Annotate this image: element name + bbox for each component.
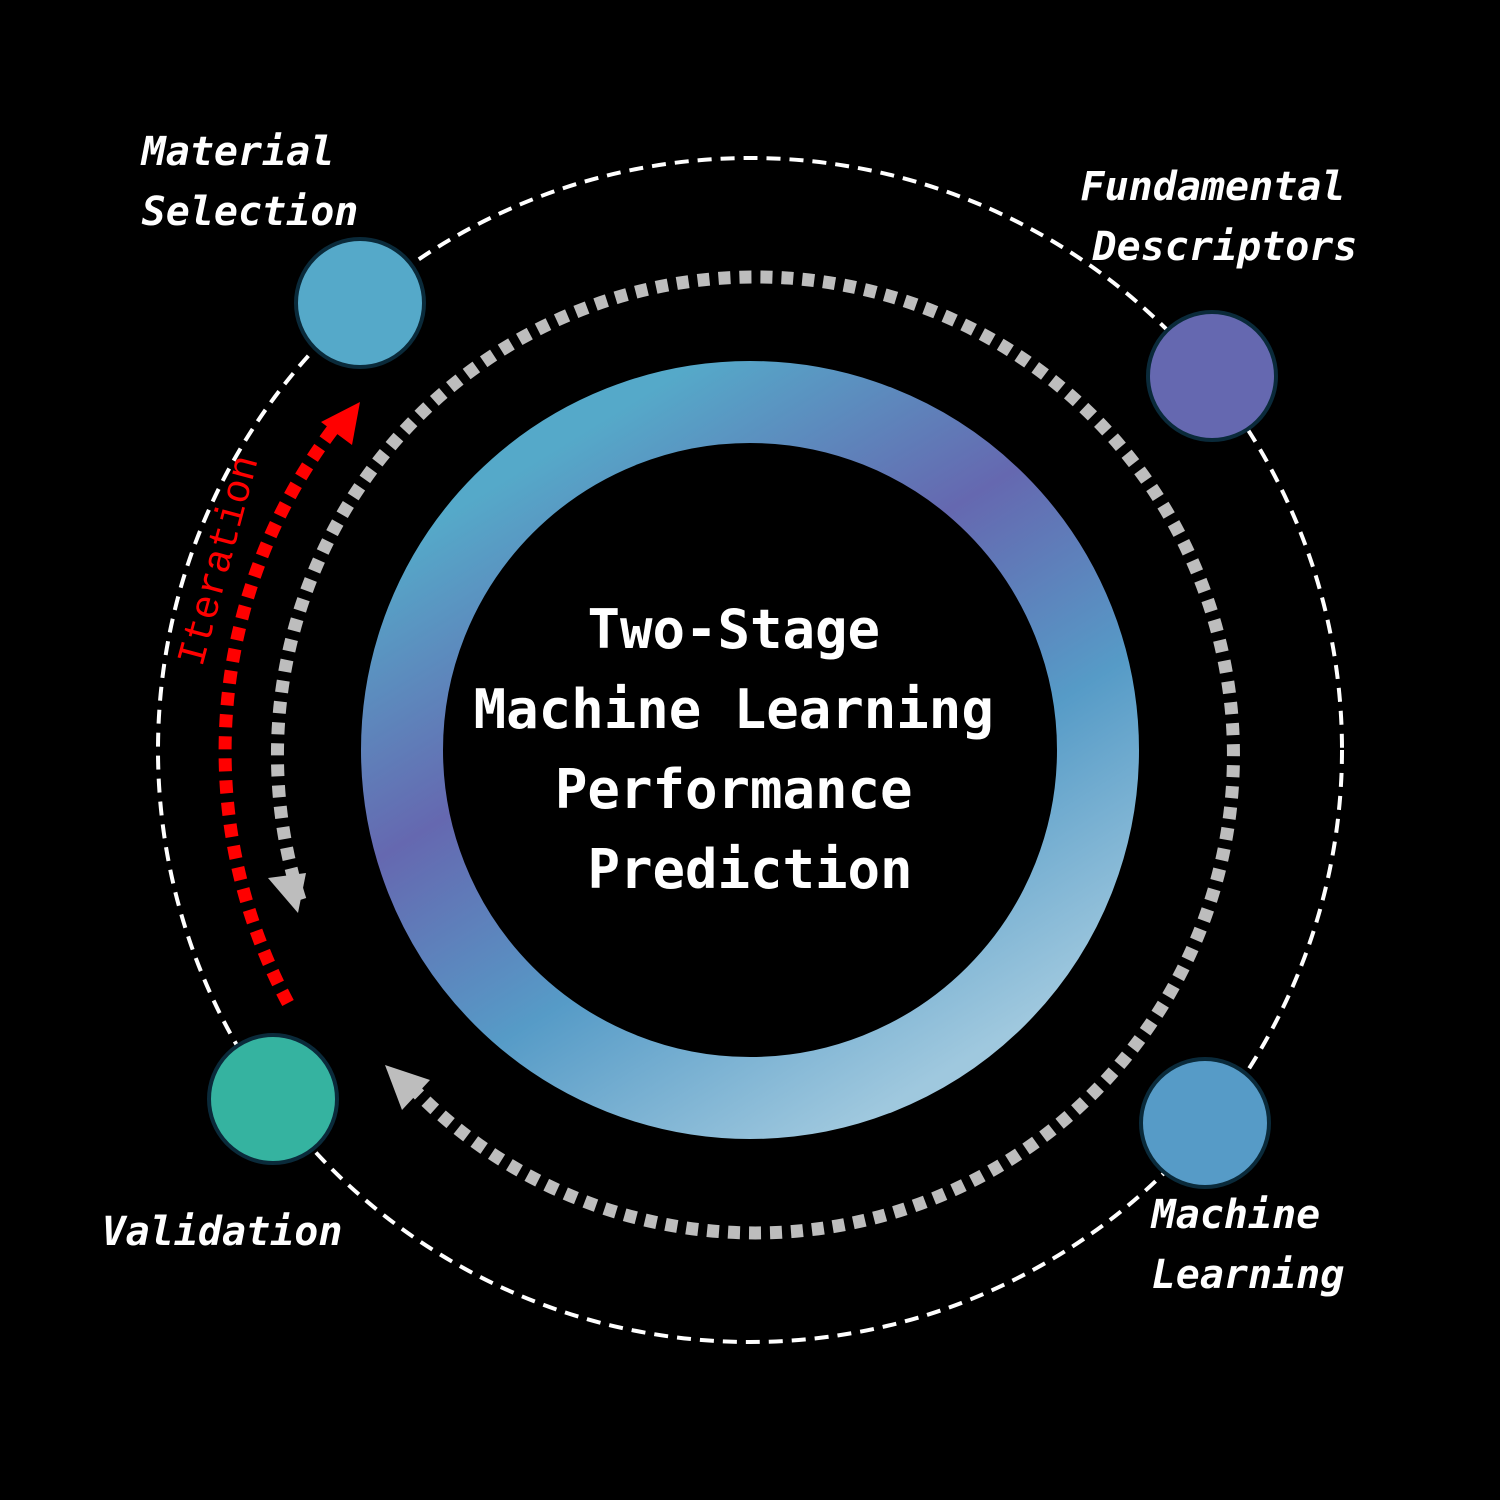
label-material-selection: Material Selection [140, 129, 359, 235]
flow-arc [270, 270, 1240, 1240]
iteration-arc [218, 415, 346, 1007]
node-machine-learning[interactable] [1139, 1057, 1271, 1189]
center-title-line-2: Machine Learning [474, 678, 994, 741]
flow-arrowhead-left-icon [385, 1065, 430, 1110]
central-ring [361, 361, 1139, 1139]
center-title-line-1: Two-Stage [587, 598, 880, 661]
center-title: Two-Stage Machine Learning Performance P… [474, 598, 1027, 901]
outer-dashed-ring [156, 156, 1344, 1344]
iteration-arrowhead-icon [321, 402, 360, 445]
node-fundamental-descriptors[interactable] [1146, 310, 1278, 442]
node-material-selection[interactable] [294, 237, 426, 369]
label-fundamental-descriptors: Fundamental Descriptors [1081, 164, 1370, 270]
flow-arrowhead-bottom-icon [268, 873, 306, 913]
center-title-line-4: Prediction [587, 838, 912, 901]
label-validation: Validation [102, 1209, 343, 1255]
node-validation[interactable] [207, 1033, 339, 1165]
label-machine-learning: Machine Learning [1150, 1192, 1345, 1298]
center-title-line-3: Performance [555, 758, 913, 821]
